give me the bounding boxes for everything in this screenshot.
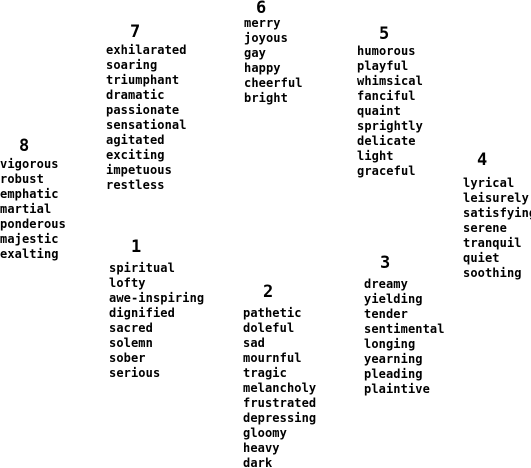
- word: delicate: [357, 134, 416, 148]
- word: humorous: [357, 44, 416, 58]
- cluster-number: 4: [477, 150, 488, 170]
- word: tranquil: [463, 236, 522, 250]
- word: soaring: [106, 58, 158, 72]
- word: heavy: [243, 441, 280, 455]
- word: playful: [357, 59, 409, 73]
- word: plaintive: [364, 382, 430, 396]
- word: tragic: [243, 366, 287, 380]
- word: emphatic: [0, 187, 59, 201]
- word: cheerful: [244, 76, 303, 90]
- word-list: lyrical leisurely satisfying serene tran…: [463, 176, 531, 281]
- word: quaint: [357, 104, 401, 118]
- cluster-number: 1: [131, 237, 142, 257]
- word-list: dreamy yielding tender sentimental longi…: [364, 277, 445, 397]
- word: leisurely: [463, 191, 529, 205]
- word: lofty: [109, 276, 146, 290]
- word: passionate: [106, 103, 180, 117]
- word: vigorous: [0, 157, 59, 171]
- word-list: humorous playful whimsical fanciful quai…: [357, 44, 423, 179]
- word: solemn: [109, 336, 153, 350]
- word: sprightly: [357, 119, 423, 133]
- word: dreamy: [364, 277, 408, 291]
- word: robust: [0, 172, 44, 186]
- cluster-number: 3: [380, 253, 391, 273]
- word: sober: [109, 351, 146, 365]
- word: quiet: [463, 251, 500, 265]
- word: happy: [244, 61, 281, 75]
- word-list: vigorous robust emphatic martial pondero…: [0, 157, 66, 262]
- word: fanciful: [357, 89, 416, 103]
- word: whimsical: [357, 74, 423, 88]
- word: joyous: [244, 31, 288, 45]
- word-list: spiritual lofty awe-inspiring dignified …: [109, 261, 204, 381]
- word: serene: [463, 221, 507, 235]
- word: depressing: [243, 411, 317, 425]
- cluster-number: 7: [130, 22, 141, 42]
- word: sentimental: [364, 322, 445, 336]
- word: sacred: [109, 321, 153, 335]
- word: melancholy: [243, 381, 317, 395]
- word: light: [357, 149, 394, 163]
- word: graceful: [357, 164, 416, 178]
- word: restless: [106, 178, 165, 192]
- word: longing: [364, 337, 416, 351]
- word: sensational: [106, 118, 187, 132]
- word: frustrated: [243, 396, 317, 410]
- word: dignified: [109, 306, 175, 320]
- word: bright: [244, 91, 288, 105]
- word: gay: [244, 46, 266, 60]
- word: doleful: [243, 321, 295, 335]
- word: pathetic: [243, 306, 302, 320]
- word: tender: [364, 307, 408, 321]
- word: pleading: [364, 367, 423, 381]
- word: sad: [243, 336, 265, 350]
- word: majestic: [0, 232, 59, 246]
- word: exciting: [106, 148, 165, 162]
- word: martial: [0, 202, 52, 216]
- word: ponderous: [0, 217, 66, 231]
- word: awe-inspiring: [109, 291, 205, 305]
- cluster-number: 6: [256, 0, 267, 18]
- cluster-number: 8: [19, 136, 30, 156]
- word: exalting: [0, 247, 59, 261]
- word: dark: [243, 456, 273, 468]
- word: exhilarated: [106, 43, 187, 57]
- word: serious: [109, 366, 161, 380]
- word-list: exhilarated soaring triumphant dramatic …: [106, 43, 187, 193]
- word: mournful: [243, 351, 302, 365]
- word: gloomy: [243, 426, 287, 440]
- cluster-number: 2: [263, 282, 274, 302]
- word-list: merry joyous gay happy cheerful bright: [244, 16, 303, 106]
- word: yearning: [364, 352, 423, 366]
- word: spiritual: [109, 261, 175, 275]
- word: agitated: [106, 133, 165, 147]
- word: soothing: [463, 266, 522, 280]
- word: lyrical: [463, 176, 515, 190]
- word: yielding: [364, 292, 423, 306]
- word-list: pathetic doleful sad mournful tragic mel…: [243, 306, 316, 468]
- cluster-number: 5: [379, 24, 390, 44]
- word: satisfying: [463, 206, 531, 220]
- word: triumphant: [106, 73, 180, 87]
- word: merry: [244, 16, 281, 30]
- word: impetuous: [106, 163, 172, 177]
- word: dramatic: [106, 88, 165, 102]
